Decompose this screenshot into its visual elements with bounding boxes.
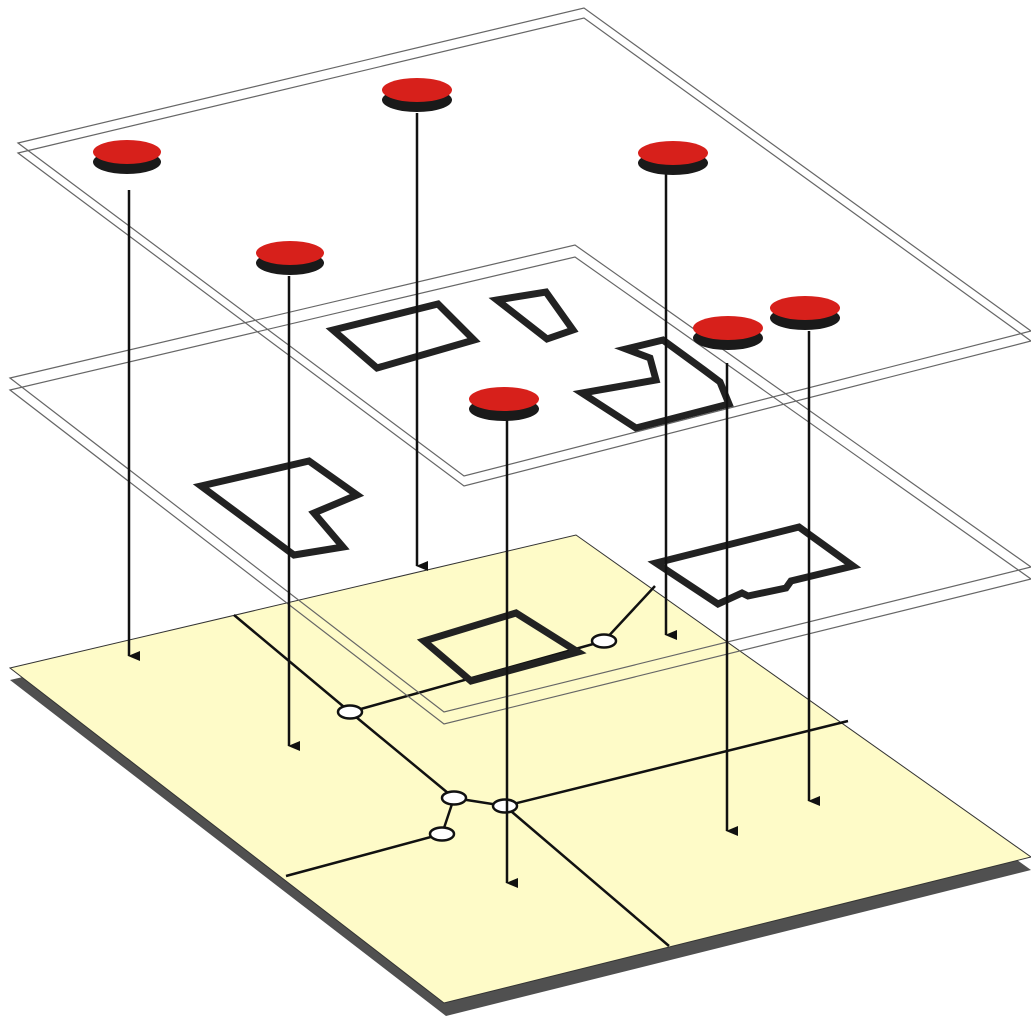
building-outline [192,457,365,559]
red-pin-marker [256,241,324,275]
red-pin-marker [382,78,452,112]
point-features-layer [16,7,1031,487]
building-outline [647,523,862,608]
network-line [504,805,670,947]
network-nodes [336,633,618,842]
network-node [336,704,364,720]
red-pin-marker [469,387,539,421]
network-node [440,790,468,806]
base-building-outline [416,609,587,685]
red-pin-marker [93,140,161,174]
building-outline [488,288,579,343]
base-network-layer [8,534,1031,1016]
base-sheet [8,534,1031,1004]
projection-arrows [127,113,820,888]
red-pin-marker [770,296,840,330]
network-node [590,633,618,649]
network-node [491,798,519,814]
red-pin-marker [693,316,763,350]
point-markers [93,78,840,421]
polygon-features-layer [8,244,1031,725]
building-outline [572,336,734,432]
network-node [428,826,456,842]
red-pin-marker [638,141,708,175]
building-outlines [192,288,862,608]
middle-sheet [8,244,1031,725]
top-sheet [16,7,1031,487]
building-outline [325,300,481,372]
